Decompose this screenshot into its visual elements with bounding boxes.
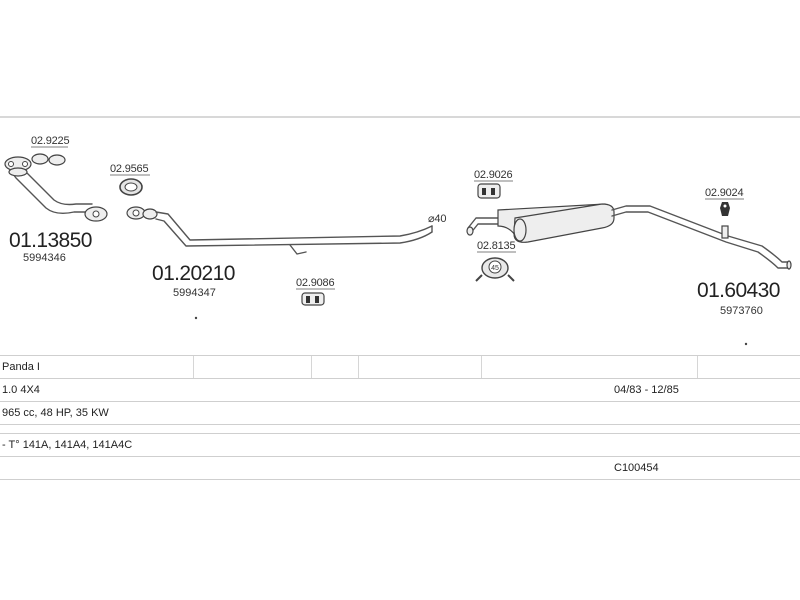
table-row: 965 cc, 48 HP, 35 KW	[0, 401, 800, 425]
rear-mount-label: 02.9024	[705, 187, 743, 199]
front-pipe-outlet-flange	[84, 206, 108, 222]
model-cell: Panda I	[0, 355, 193, 379]
downpipe-gasket-label: 02.9225	[31, 135, 69, 147]
rear-silencer-box	[513, 203, 615, 243]
downpipe-gasket-icon[interactable]	[31, 153, 66, 166]
middle-pipe[interactable]	[126, 206, 433, 255]
front-gasket-label: 02.9565	[110, 163, 148, 175]
catalog-number-cell: C100454	[606, 456, 800, 480]
rear-silencer-assembly[interactable]	[466, 203, 792, 270]
front-pipe-oe-number: 5994346	[23, 252, 66, 264]
marker-dot	[194, 316, 198, 320]
front-gasket-icon[interactable]	[119, 178, 143, 196]
vehicle-info-table: Panda I 1.0 4X4 04/83 - 12/85 965 cc, 48…	[0, 355, 800, 480]
table-row: - T° 141A, 141A4, 141A4C	[0, 433, 800, 457]
front-pipe[interactable]	[4, 156, 108, 222]
rear-silencer-part-number: 01.60430	[697, 279, 780, 302]
middle-hanger-icon[interactable]	[301, 292, 325, 306]
rear-silencer-oe-number: 5973760	[720, 305, 763, 317]
clamp-label: 02.8135	[477, 240, 515, 252]
middle-pipe-flange	[126, 206, 158, 220]
rear-mount-icon[interactable]	[720, 202, 730, 216]
rubber-mount-label: 02.9026	[474, 169, 512, 181]
front-pipe-part-number: 01.13850	[9, 229, 92, 252]
clamp-size-label: 45	[491, 265, 499, 272]
engine-cell: 1.0 4X4	[0, 378, 606, 402]
middle-hanger-label: 02.9086	[296, 277, 334, 289]
engine-codes-cell: - T° 141A, 141A4, 141A4C	[0, 433, 800, 457]
middle-pipe-part-number: 01.20210	[152, 262, 235, 285]
table-row: Panda I	[0, 355, 800, 379]
middle-pipe-oe-number: 5994347	[173, 287, 216, 299]
clamp-icon[interactable]: 45	[475, 257, 515, 282]
table-row: C100454	[0, 456, 800, 480]
power-cell: 965 cc, 48 HP, 35 KW	[0, 401, 800, 425]
years-cell: 04/83 - 12/85	[606, 378, 800, 402]
front-pipe-flange	[4, 156, 32, 177]
table-row: 1.0 4X4 04/83 - 12/85	[0, 378, 800, 402]
rubber-mount-icon[interactable]	[477, 183, 501, 199]
diameter-label: ⌀40	[428, 213, 446, 225]
marker-dot	[744, 342, 748, 346]
